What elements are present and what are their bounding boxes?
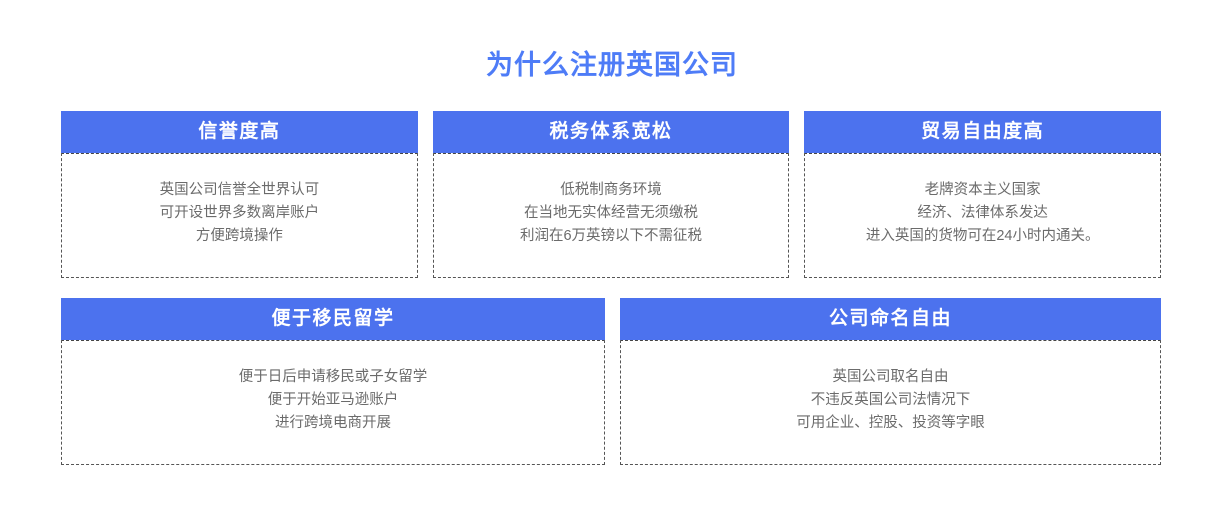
card-trade-freedom-heading: 贸易自由度高 — [804, 111, 1162, 153]
card-immigration-study-body: 便于日后申请移民或子女留学 便于开始亚马逊账户 进行跨境电商开展 — [61, 340, 605, 465]
card-line: 可开设世界多数离岸账户 — [159, 205, 320, 221]
card-line: 可用企业、控股、投资等字眼 — [796, 415, 985, 431]
card-naming-freedom-body: 英国公司取名自由 不违反英国公司法情况下 可用企业、控股、投资等字眼 — [620, 340, 1161, 465]
card-immigration-study-heading: 便于移民留学 — [61, 298, 605, 340]
card-line: 经济、法律体系发达 — [917, 205, 1048, 221]
card-row-second: 便于移民留学 便于日后申请移民或子女留学 便于开始亚马逊账户 进行跨境电商开展 … — [61, 298, 1161, 465]
card-naming-freedom: 公司命名自由 英国公司取名自由 不违反英国公司法情况下 可用企业、控股、投资等字… — [620, 298, 1161, 465]
card-tax-system-heading: 税务体系宽松 — [432, 111, 790, 153]
card-reputation-body: 英国公司信誉全世界认可 可开设世界多数离岸账户 方便跨境操作 — [61, 153, 418, 278]
card-line: 便于日后申请移民或子女留学 — [238, 369, 428, 385]
card-reputation: 信誉度高 英国公司信誉全世界认可 可开设世界多数离岸账户 方便跨境操作 — [61, 111, 418, 278]
card-immigration-study: 便于移民留学 便于日后申请移民或子女留学 便于开始亚马逊账户 进行跨境电商开展 — [61, 298, 605, 465]
card-line: 老牌资本主义国家 — [924, 182, 1041, 198]
card-grid: 信誉度高 英国公司信誉全世界认可 可开设世界多数离岸账户 方便跨境操作 税务体系… — [61, 111, 1162, 465]
card-line: 低税制商务环境 — [560, 182, 662, 198]
card-line: 方便跨境操作 — [195, 228, 283, 244]
card-trade-freedom-body: 老牌资本主义国家 经济、法律体系发达 进入英国的货物可在24小时内通关。 — [804, 153, 1162, 278]
card-trade-freedom: 贸易自由度高 老牌资本主义国家 经济、法律体系发达 进入英国的货物可在24小时内… — [804, 111, 1162, 278]
card-line: 英国公司取名自由 — [832, 369, 949, 385]
card-line: 进行跨境电商开展 — [275, 415, 391, 431]
card-tax-system: 税务体系宽松 低税制商务环境 在当地无实体经营无须缴税 利润在6万英镑以下不需征… — [432, 111, 790, 278]
card-line: 进入英国的货物可在24小时内通关。 — [865, 228, 1100, 244]
card-line: 利润在6万英镑以下不需征税 — [519, 228, 703, 244]
card-tax-system-body: 低税制商务环境 在当地无实体经营无须缴税 利润在6万英镑以下不需征税 — [432, 153, 790, 278]
card-reputation-heading: 信誉度高 — [61, 111, 418, 153]
card-line: 在当地无实体经营无须缴税 — [524, 205, 698, 221]
page-title: 为什么注册英国公司 — [486, 50, 738, 80]
card-row-first: 信誉度高 英国公司信誉全世界认可 可开设世界多数离岸账户 方便跨境操作 税务体系… — [61, 111, 1162, 278]
card-naming-freedom-heading: 公司命名自由 — [620, 298, 1161, 340]
card-line: 便于开始亚马逊账户 — [267, 392, 399, 408]
card-line: 英国公司信誉全世界认可 — [159, 182, 320, 198]
card-line: 不违反英国公司法情况下 — [810, 392, 971, 408]
